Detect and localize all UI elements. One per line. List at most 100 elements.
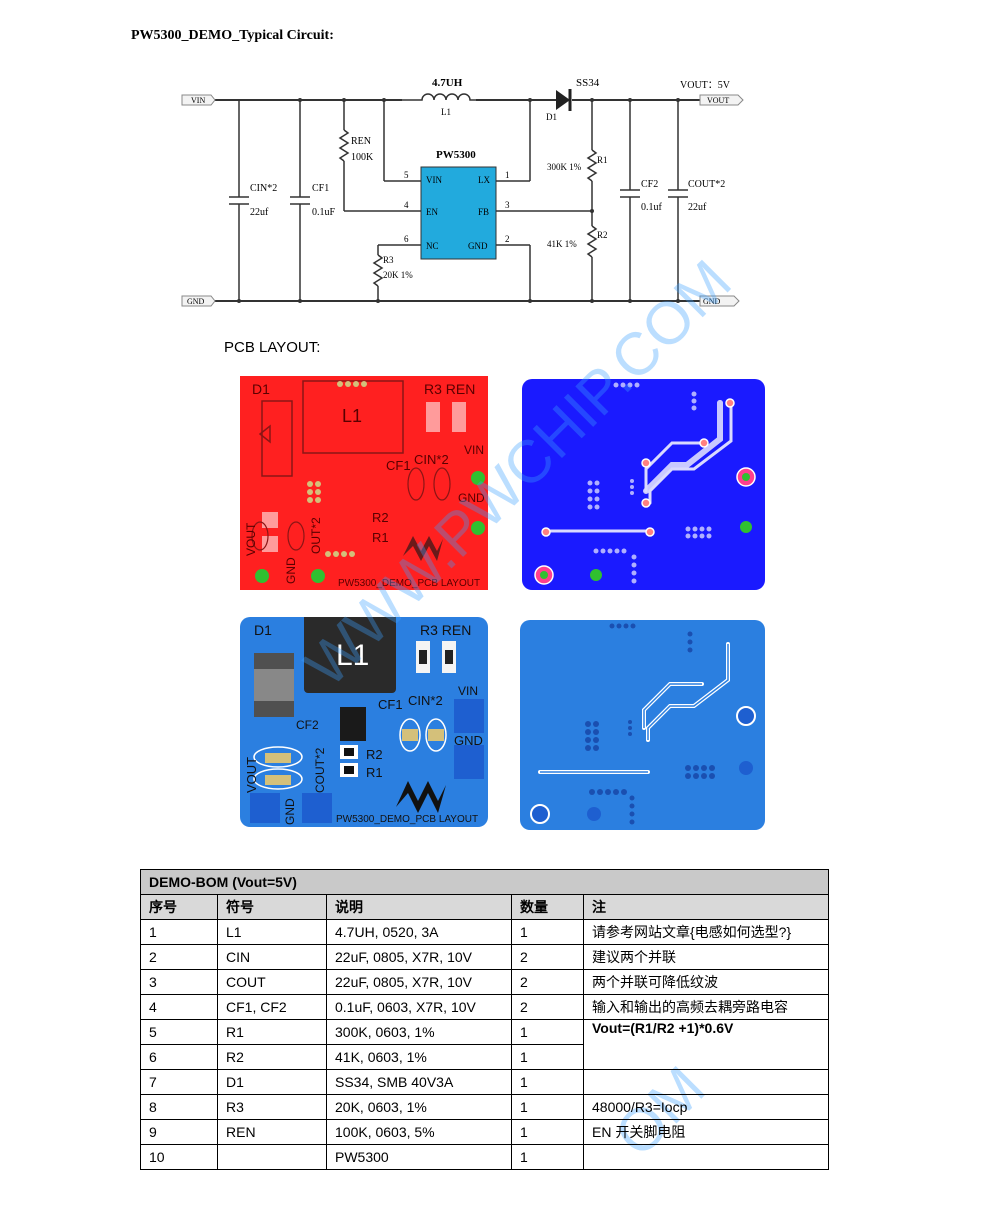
- gnd-port-left: GND: [181, 295, 216, 307]
- cell: 2: [511, 944, 584, 970]
- cell: 6: [140, 1044, 218, 1070]
- cell: 4.7UH, 0520, 3A: [326, 919, 512, 945]
- svg-text:VIN: VIN: [426, 175, 442, 185]
- svg-text:CF1: CF1: [386, 458, 411, 473]
- svg-text:VOUT: VOUT: [244, 757, 259, 793]
- col-header-note: 注: [583, 894, 829, 920]
- cell: 请参考网站文章{电感如何选型?}: [583, 919, 829, 945]
- cell: 1: [511, 1094, 584, 1120]
- cell: 48000/R3=Iocp: [583, 1094, 829, 1120]
- cell: 5: [140, 1019, 218, 1045]
- cell: 22uF, 0805, X7R, 10V: [326, 944, 512, 970]
- cell: SS34, SMB 40V3A: [326, 1069, 512, 1095]
- col-header-quantity: 数量: [511, 894, 584, 920]
- svg-text:PW5300_DEMO_PCB LAYOUT: PW5300_DEMO_PCB LAYOUT: [336, 814, 478, 825]
- svg-text:5: 5: [404, 170, 409, 180]
- svg-text:NC: NC: [426, 241, 439, 251]
- cell: D1: [217, 1069, 327, 1095]
- cell: 20K, 0603, 1%: [326, 1094, 512, 1120]
- pcb-top-layer: D1 L1 R3 REN VIN GND CF1 CIN*2 R2 R1 PW5…: [240, 376, 488, 590]
- svg-text:R3 REN: R3 REN: [420, 622, 471, 638]
- vout-port: VOUT: [699, 94, 744, 106]
- cell: 0.1uF, 0603, X7R, 10V: [326, 994, 512, 1020]
- svg-text:R1: R1: [372, 530, 389, 545]
- cell: L1: [217, 919, 327, 945]
- gnd-port-right: GND: [699, 295, 740, 307]
- cell: [583, 1144, 829, 1170]
- svg-text:SS34: SS34: [576, 77, 600, 89]
- pw5300-ic: [420, 166, 497, 260]
- svg-text:L1: L1: [342, 406, 362, 426]
- vout-value-label: VOUT：5V: [680, 80, 731, 91]
- cell: 2: [140, 944, 218, 970]
- svg-text:3: 3: [505, 200, 510, 210]
- diode-d1: [556, 89, 572, 111]
- cell: 两个并联可降低纹波: [583, 969, 829, 995]
- svg-text:COUT*2: COUT*2: [688, 179, 725, 190]
- cell: R2: [217, 1044, 327, 1070]
- cell: 4: [140, 994, 218, 1020]
- svg-text:1: 1: [505, 170, 510, 180]
- pcb-layout-heading: PCB LAYOUT:: [224, 339, 321, 356]
- svg-text:VOUT: VOUT: [707, 96, 729, 105]
- cell: 8: [140, 1094, 218, 1120]
- svg-text:VIN: VIN: [191, 96, 205, 105]
- svg-text:GND: GND: [187, 297, 205, 306]
- cell: REN: [217, 1119, 327, 1145]
- cell: 2: [511, 994, 584, 1020]
- svg-text:4.7UH: 4.7UH: [432, 77, 463, 89]
- cell: 3: [140, 969, 218, 995]
- svg-text:OUT*2: OUT*2: [309, 517, 323, 554]
- cell: 1: [511, 1019, 584, 1045]
- svg-text:VIN: VIN: [458, 684, 478, 698]
- pcb-assembly-top: D1 L1 R3 REN VIN GND CF1 CIN*2 CF2 R2 R1…: [240, 617, 488, 827]
- typical-circuit-schematic: VIN VOUT GND GND VOUT：5V 4.7UH L1 SS34 D…: [181, 77, 744, 307]
- svg-text:2: 2: [505, 234, 510, 244]
- svg-text:41K 1%: 41K 1%: [547, 239, 577, 249]
- svg-text:PW5300: PW5300: [436, 149, 476, 161]
- svg-text:CF2: CF2: [641, 179, 658, 190]
- cell: 1: [511, 1144, 584, 1170]
- cell: CF1, CF2: [217, 994, 327, 1020]
- svg-text:0.1uf: 0.1uf: [641, 202, 663, 213]
- svg-text:R1: R1: [597, 155, 608, 165]
- cell: 7: [140, 1069, 218, 1095]
- svg-text:20K 1%: 20K 1%: [383, 270, 413, 280]
- svg-text:22uf: 22uf: [688, 202, 707, 213]
- svg-text:CIN*2: CIN*2: [250, 183, 277, 194]
- cell: 9: [140, 1119, 218, 1145]
- svg-text:0.1uF: 0.1uF: [312, 207, 336, 218]
- svg-text:PW5300_DEMO_PCB LAYOUT: PW5300_DEMO_PCB LAYOUT: [338, 578, 480, 589]
- cell: 300K, 0603, 1%: [326, 1019, 512, 1045]
- svg-text:L1: L1: [336, 639, 369, 672]
- svg-text:D1: D1: [252, 381, 270, 397]
- cell: PW5300: [326, 1144, 512, 1170]
- cell: 1: [511, 1044, 584, 1070]
- svg-text:REN: REN: [351, 136, 371, 147]
- inductor-l1: [402, 93, 476, 101]
- svg-text:GND: GND: [458, 491, 485, 505]
- svg-text:22uf: 22uf: [250, 207, 269, 218]
- col-header-description: 说明: [326, 894, 512, 920]
- cell: [583, 1069, 829, 1095]
- cell: COUT: [217, 969, 327, 995]
- col-header-symbol: 符号: [217, 894, 327, 920]
- svg-text:VIN: VIN: [464, 443, 484, 457]
- bom-caption: DEMO-BOM (Vout=5V): [140, 869, 829, 895]
- cell: 1: [511, 919, 584, 945]
- svg-text:D1: D1: [254, 622, 272, 638]
- vout-formula: Vout=(R1/R2 +1)*0.6V: [583, 1019, 829, 1070]
- cell: R1: [217, 1019, 327, 1045]
- cell: 1: [140, 919, 218, 945]
- svg-text:R1: R1: [366, 765, 383, 780]
- pcb-bottom-assembly: [520, 620, 765, 830]
